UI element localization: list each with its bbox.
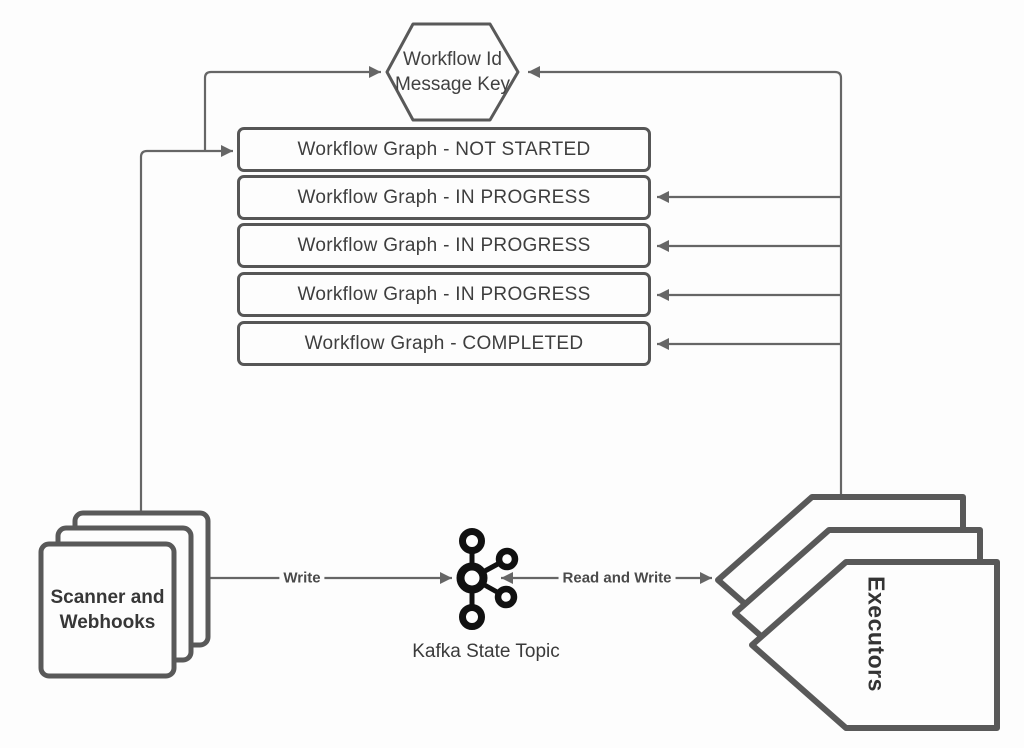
edge-scanner-to-not-started xyxy=(139,145,233,513)
kafka-state-topic-label: Kafka State Topic xyxy=(412,641,560,662)
scanner-label-line1: Scanner and xyxy=(50,587,165,608)
workflow-box-label: Workflow Graph - NOT STARTED xyxy=(297,138,591,160)
workflow-box-label: Workflow Graph - IN PROGRESS xyxy=(297,234,591,256)
workflow-box-in-progress-3: Workflow Graph - IN PROGRESS xyxy=(237,272,651,317)
write-edge-label: Write xyxy=(279,569,325,587)
workflow-box-not-started: Workflow Graph - NOT STARTED xyxy=(237,127,651,172)
message-key-label-line2: Message Key xyxy=(394,74,511,95)
workflow-box-in-progress-2: Workflow Graph - IN PROGRESS xyxy=(237,223,651,268)
workflow-box-completed: Workflow Graph - COMPLETED xyxy=(237,321,651,366)
workflow-box-in-progress-1: Workflow Graph - IN PROGRESS xyxy=(237,175,651,220)
scanner-label-line2: Webhooks xyxy=(59,612,156,633)
executors-label: Executors xyxy=(863,576,890,692)
workflow-box-label: Workflow Graph - COMPLETED xyxy=(304,332,584,354)
edge-scanner-to-message-key xyxy=(203,66,381,151)
scanner-webhooks-label: Scanner and Webhooks xyxy=(41,544,174,676)
edge-executors-to-message-key xyxy=(528,66,843,495)
message-key-label: Workflow Id Message Key xyxy=(387,47,518,97)
workflow-box-label: Workflow Graph - IN PROGRESS xyxy=(297,186,591,208)
scanner-card-front xyxy=(38,541,177,679)
executor-card-front xyxy=(749,559,1000,731)
kafka-icon xyxy=(456,528,519,630)
message-key-label-line1: Workflow Id xyxy=(403,49,502,70)
workflow-box-label: Workflow Graph - IN PROGRESS xyxy=(297,283,591,305)
message-key-hexagon xyxy=(385,22,520,122)
read-write-edge-label: Read and Write xyxy=(558,569,676,587)
